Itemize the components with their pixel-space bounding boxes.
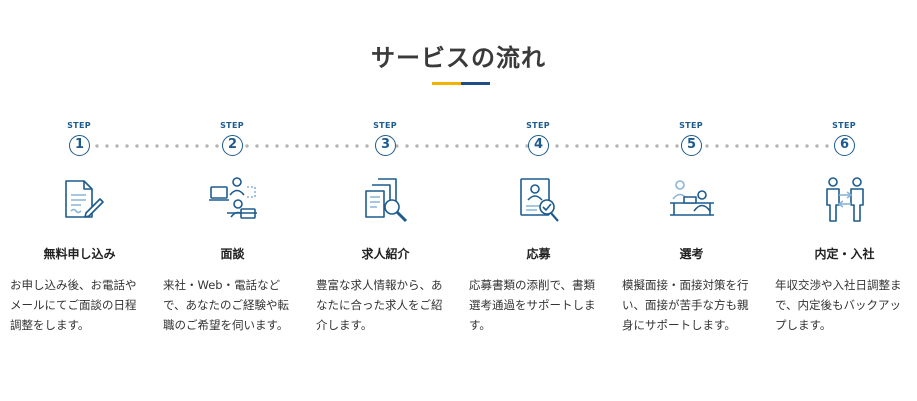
- step-3: STEP 3 求人紹介 豊富な求人情報から、あなたに合った求人をご紹介します。: [309, 0, 462, 401]
- step-number-badge: 3: [375, 135, 396, 156]
- application-check-icon: [513, 173, 565, 225]
- step-number-badge: 6: [834, 135, 855, 156]
- title-underline: [432, 82, 490, 85]
- step-number-badge: 5: [681, 135, 702, 156]
- selection-meeting-icon: [666, 173, 718, 225]
- step-4: STEP 4 応募 応募書類の添削で、書類選考通過をサポートします。: [462, 0, 615, 401]
- step-description: 模擬面接・面接対策を行い、面接が苦手な方も親身にサポートします。: [622, 278, 749, 332]
- interview-icon: [207, 173, 259, 225]
- step-number-badge: 4: [528, 135, 549, 156]
- step-label: STEP: [373, 121, 397, 130]
- step-name: 選考: [679, 247, 704, 261]
- offer-handshake-icon: [819, 173, 871, 225]
- step-description: 来社・Web・電話などで、あなたのご経験や転職のご希望を伺います。: [163, 278, 290, 332]
- step-5: STEP 5 選考 模擬面接・面接対策を行い、面接が苦手な方も親身にサポートしま…: [615, 0, 768, 401]
- step-label: STEP: [67, 121, 91, 130]
- step-description: 応募書類の添削で、書類選考通過をサポートします。: [469, 278, 596, 332]
- step-name: 求人紹介: [361, 247, 410, 261]
- step-description: お申し込み後、お電話やメールにてご面談の日程調整をします。: [10, 278, 137, 332]
- title-underline-yellow: [432, 82, 461, 85]
- step-label: STEP: [220, 121, 244, 130]
- step-name: 面談: [220, 247, 245, 261]
- application-form-icon: [54, 173, 106, 225]
- step-6: STEP 6 内定・入社 年収交渉や入社日調整まで、内定後もバックアップします。: [763, 0, 916, 401]
- title-underline-navy: [461, 82, 490, 85]
- step-label: STEP: [679, 121, 703, 130]
- step-label: STEP: [832, 121, 856, 130]
- step-connector-dotted-line: [92, 144, 837, 148]
- step-label: STEP: [526, 121, 550, 130]
- step-number-badge: 2: [222, 135, 243, 156]
- step-name: 無料申し込み: [43, 247, 116, 261]
- step-name: 応募: [526, 247, 551, 261]
- job-search-icon: [360, 173, 412, 225]
- step-2: STEP 2 面談 来社・Web・電話などで、あなたのご経験や転職のご希望を伺い…: [156, 0, 309, 401]
- section-title: サービスの流れ: [371, 44, 546, 72]
- step-description: 豊富な求人情報から、あなたに合った求人をご紹介します。: [316, 278, 443, 332]
- step-description: 年収交渉や入社日調整まで、内定後もバックアップします。: [775, 278, 902, 332]
- step-1: STEP 1 無料申し込み お申し込み後、お電話やメールにてご面談の日程調整をし…: [3, 0, 156, 401]
- step-number-badge: 1: [69, 135, 90, 156]
- step-name: 内定・入社: [814, 247, 875, 261]
